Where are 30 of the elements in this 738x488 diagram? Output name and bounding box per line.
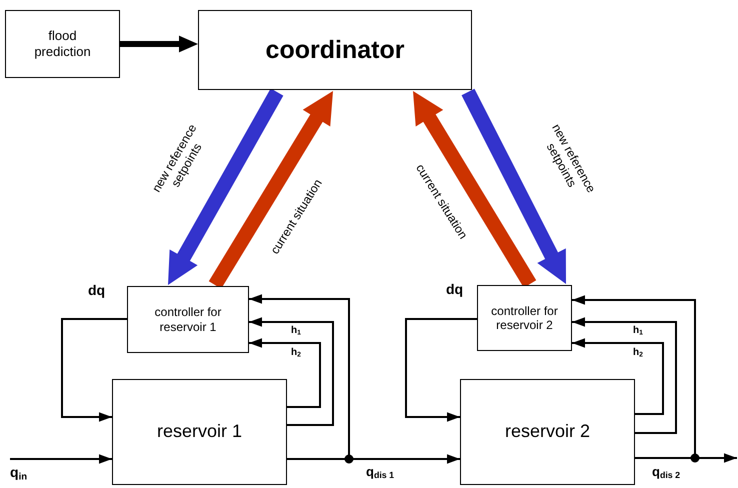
arrow	[10, 454, 112, 464]
edge-label: h$_{2}$	[291, 347, 301, 360]
box-label: controller for reservoir 1	[154, 305, 222, 334]
edge-label: h$_{1}$	[633, 325, 643, 338]
edge-label: dq	[446, 281, 464, 298]
box-label: coordinator	[266, 35, 404, 65]
arrow	[208, 91, 333, 289]
arrow	[572, 338, 664, 415]
controller-box	[477, 285, 572, 351]
edge-label: h$_{1}$	[291, 325, 301, 338]
reservoir-box	[460, 379, 635, 485]
box-label: reservoir 2	[504, 421, 590, 443]
edge-label: dq	[88, 282, 106, 298]
arrow	[572, 317, 677, 434]
arrow	[249, 338, 321, 408]
controller-box	[127, 286, 249, 353]
arrow	[405, 318, 477, 422]
arrow	[168, 88, 284, 285]
arrow	[413, 91, 536, 288]
process-box	[5, 10, 120, 78]
edge-label: h$_{2}$	[633, 347, 643, 360]
arrow	[61, 318, 127, 422]
arrow	[462, 88, 566, 284]
reservoir-box	[112, 379, 287, 485]
box-label: reservoir 1	[156, 421, 242, 443]
box-label: controller for reservoir 2	[490, 304, 559, 332]
process-box	[198, 10, 472, 90]
arrow	[249, 317, 334, 426]
arrow	[120, 36, 198, 52]
box-label: flood prediction	[33, 28, 92, 60]
